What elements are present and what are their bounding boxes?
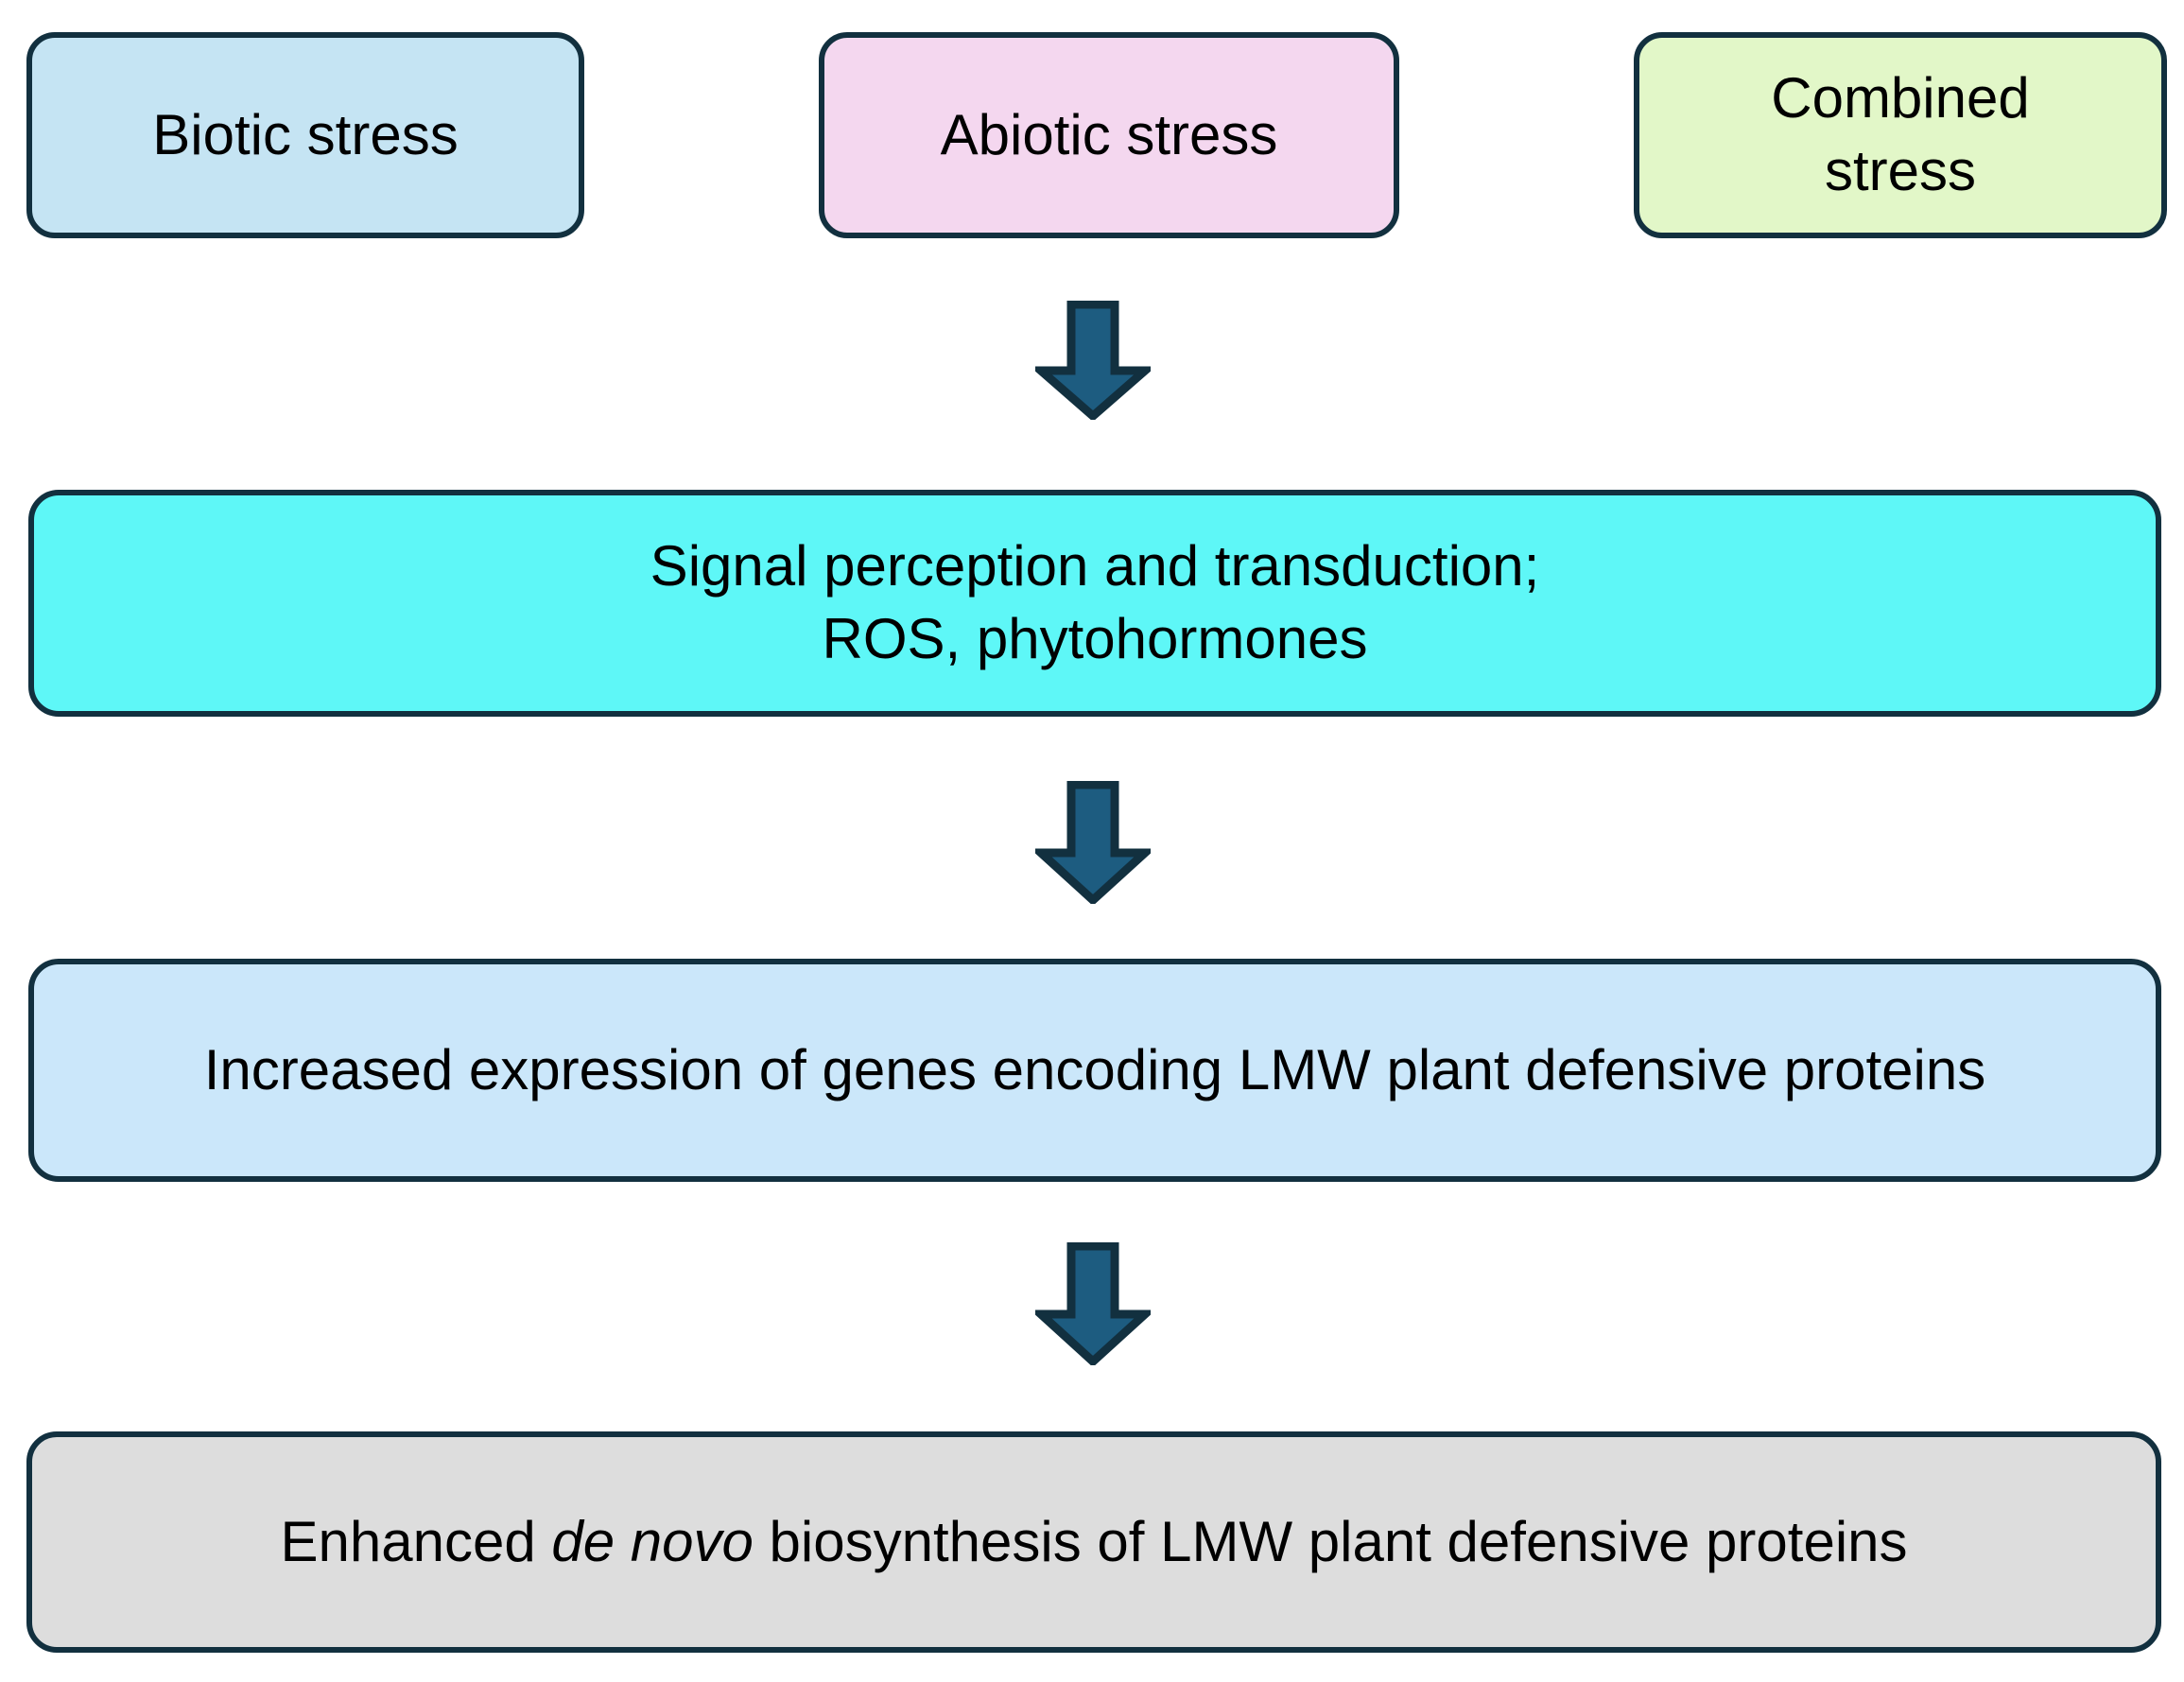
node-gene-expression[interactable]: Increased expression of genes encoding L… (28, 959, 2161, 1182)
node-abiotic-stress-label: Abiotic stress (940, 102, 1278, 166)
node-combined-stress-label-group: Combined stress (1771, 62, 2030, 208)
node-signal-perception-label-group: Signal perception and transduction; ROS,… (650, 530, 1540, 676)
node-biotic-stress-label: Biotic stress (152, 102, 459, 166)
down-arrow-icon-genes-to-biosynthesis (1035, 1242, 1151, 1365)
node-biosynthesis-label-prefix: Enhanced (280, 1509, 552, 1573)
down-arrow-icon-signal-to-genes (1035, 781, 1151, 904)
node-biosynthesis-label-suffix: biosynthesis of LMW plant defensive prot… (753, 1509, 1908, 1573)
node-biosynthesis[interactable]: Enhanced de novo biosynthesis of LMW pla… (26, 1431, 2161, 1653)
node-combined-stress-label-line2: stress (1824, 139, 1977, 202)
node-abiotic-stress[interactable]: Abiotic stress (819, 32, 1399, 238)
node-signal-perception-label-line1: Signal perception and transduction; (650, 534, 1540, 598)
node-biosynthesis-label-group: Enhanced de novo biosynthesis of LMW pla… (280, 1506, 1907, 1579)
node-combined-stress-label-line1: Combined (1771, 66, 2030, 130)
node-gene-expression-label: Increased expression of genes encoding L… (203, 1037, 1986, 1101)
node-signal-perception[interactable]: Signal perception and transduction; ROS,… (28, 490, 2161, 717)
node-combined-stress[interactable]: Combined stress (1634, 32, 2167, 238)
node-biotic-stress[interactable]: Biotic stress (26, 32, 584, 238)
node-biosynthesis-label-italic: de novo (551, 1509, 754, 1573)
node-signal-perception-label-line2: ROS, phytohormones (822, 607, 1368, 670)
down-arrow-icon-stress-to-signal (1035, 301, 1151, 420)
